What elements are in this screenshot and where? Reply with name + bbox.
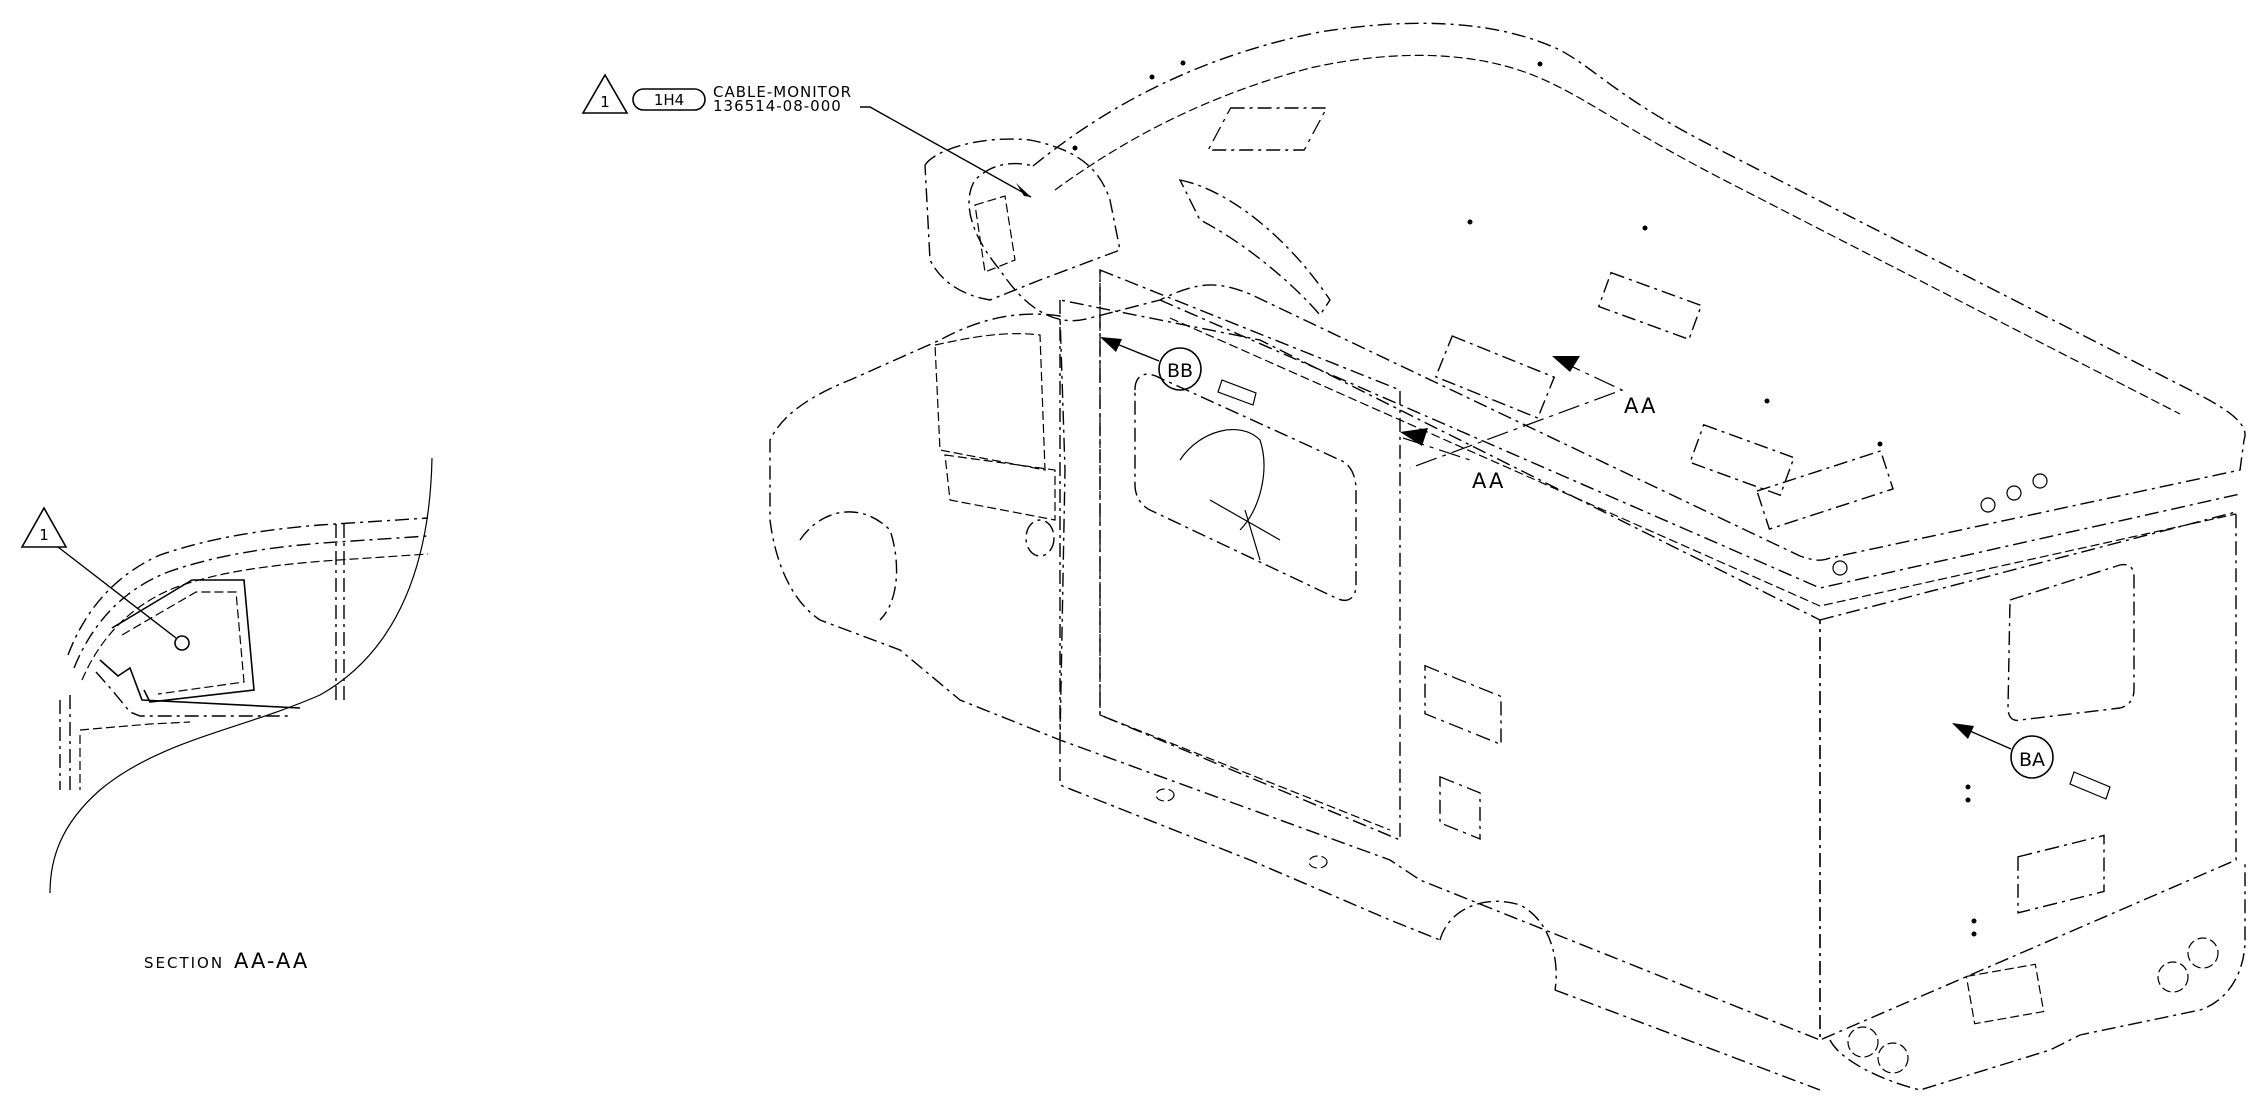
view-ba-tail [2069, 771, 2111, 800]
roof-vent-front [1207, 107, 1328, 151]
rv-roof-side-edge-2 [1169, 317, 2237, 607]
section-roof-shell-inner-2 [81, 553, 429, 681]
section-lower-rail-2 [95, 671, 290, 717]
find-number: 1H4 [654, 91, 684, 109]
skirt-lock-2 [1308, 855, 1328, 869]
view-label-ba: BA [2019, 749, 2045, 771]
revision-triangle [581, 73, 629, 114]
taillight-left-1 [1847, 1026, 1879, 1058]
rv-rear-bumper [1829, 860, 2246, 1091]
skirt-lock-1 [1155, 788, 1175, 802]
rv-body-side-inner [1099, 270, 1391, 831]
section-cabinet-inner [121, 591, 245, 695]
rv-overcab-cap [924, 138, 1121, 301]
roof-vent-left [1434, 335, 1556, 419]
view-bubble-ba [2010, 735, 2054, 779]
rv-overcab-fairing [1178, 179, 1331, 317]
view-bb-tail [1217, 379, 1257, 406]
callout-revision-mark: 1 [600, 93, 610, 111]
rv-entry-door [1099, 268, 1401, 842]
rv-lower-skirt [1059, 740, 1441, 941]
rv-front-wheel-arch [799, 511, 898, 621]
part-name: CABLE-MONITOR [713, 83, 852, 101]
rv-isometric-view: AA AA BB BA [769, 22, 2246, 1091]
rv-lower-skirt-rear [1554, 989, 1821, 1091]
taillight-left-2 [1877, 1042, 1909, 1074]
rv-roof-outline [968, 22, 2246, 561]
view-label-aa-lower: AA [1472, 469, 1505, 493]
callout-leader-line [860, 106, 1032, 198]
clearance-light-2 [2006, 485, 2022, 501]
rv-door-window [1134, 373, 1357, 602]
section-caption-id: AA-AA [234, 949, 309, 973]
section-revision-mark: 1 [39, 526, 49, 544]
clearance-light-1 [1980, 497, 1996, 513]
roof-mounting-dots [1072, 60, 1977, 937]
rv-rear-hatch [2017, 834, 2105, 914]
view-label-aa-upper: AA [1624, 394, 1657, 418]
section-caption-prefix: SECTION [144, 954, 224, 972]
part-number: 136514-08-000 [713, 97, 842, 115]
section-detail: 1 SECTION AA-AA [20, 457, 433, 973]
monitor-cable-point [174, 635, 190, 651]
part-callout: 1 1H4 CABLE-MONITOR 136514-08-000 [581, 73, 1032, 198]
section-roof-shell-inner [73, 535, 429, 669]
view-bb-arrowhead [1100, 337, 1122, 352]
section-cut-line-aa-lower [1402, 437, 1471, 461]
clearance-light-4 [1832, 560, 1848, 576]
section-lower-rail-3 [79, 721, 191, 731]
rv-roof-inner-edge [1054, 54, 2181, 415]
section-cut-line-aa [1409, 360, 1624, 469]
clearance-light-3 [2032, 473, 2048, 489]
section-roof-shell [67, 517, 429, 656]
section-arrow-aa-lower [1400, 428, 1428, 446]
rv-interior-detail [1179, 429, 1281, 561]
section-arrow-aa-upper [1552, 356, 1580, 372]
rv-cab-door-window [944, 454, 1056, 521]
taillight-right-1 [2157, 961, 2189, 993]
rv-rear-wheel-arch [1439, 900, 1557, 991]
roof-vent-right-1 [1689, 423, 1795, 497]
taillight-right-2 [2187, 937, 2219, 969]
section-leader-line [57, 546, 177, 639]
section-break-boundary [49, 457, 433, 894]
view-label-bb: BB [1167, 360, 1193, 382]
side-compartment-1 [1424, 664, 1502, 746]
callout-arrowhead [1016, 183, 1031, 197]
rv-overcab-window [974, 195, 1016, 273]
view-bubble-bb [1158, 347, 1202, 391]
rv-roof-side-edge [1159, 299, 2241, 589]
roof-vent-right-2 [1756, 450, 1894, 530]
view-ba-arrowhead [1952, 723, 1974, 739]
rv-cab-mirror [1025, 519, 1055, 557]
find-number-box [632, 88, 706, 111]
rv-rear-wall [1819, 511, 2237, 1042]
rv-cab-outline [769, 313, 1066, 742]
side-compartment-2 [1439, 775, 1481, 840]
section-lower-rail [99, 659, 301, 709]
rv-cab-windshield [934, 333, 1046, 471]
rv-rear-window [2007, 563, 2135, 722]
license-plate-area [1965, 963, 2045, 1025]
section-revision-triangle [20, 506, 68, 548]
rv-body-side-outline [1059, 299, 1821, 1042]
roof-vent-center [1597, 271, 1703, 341]
